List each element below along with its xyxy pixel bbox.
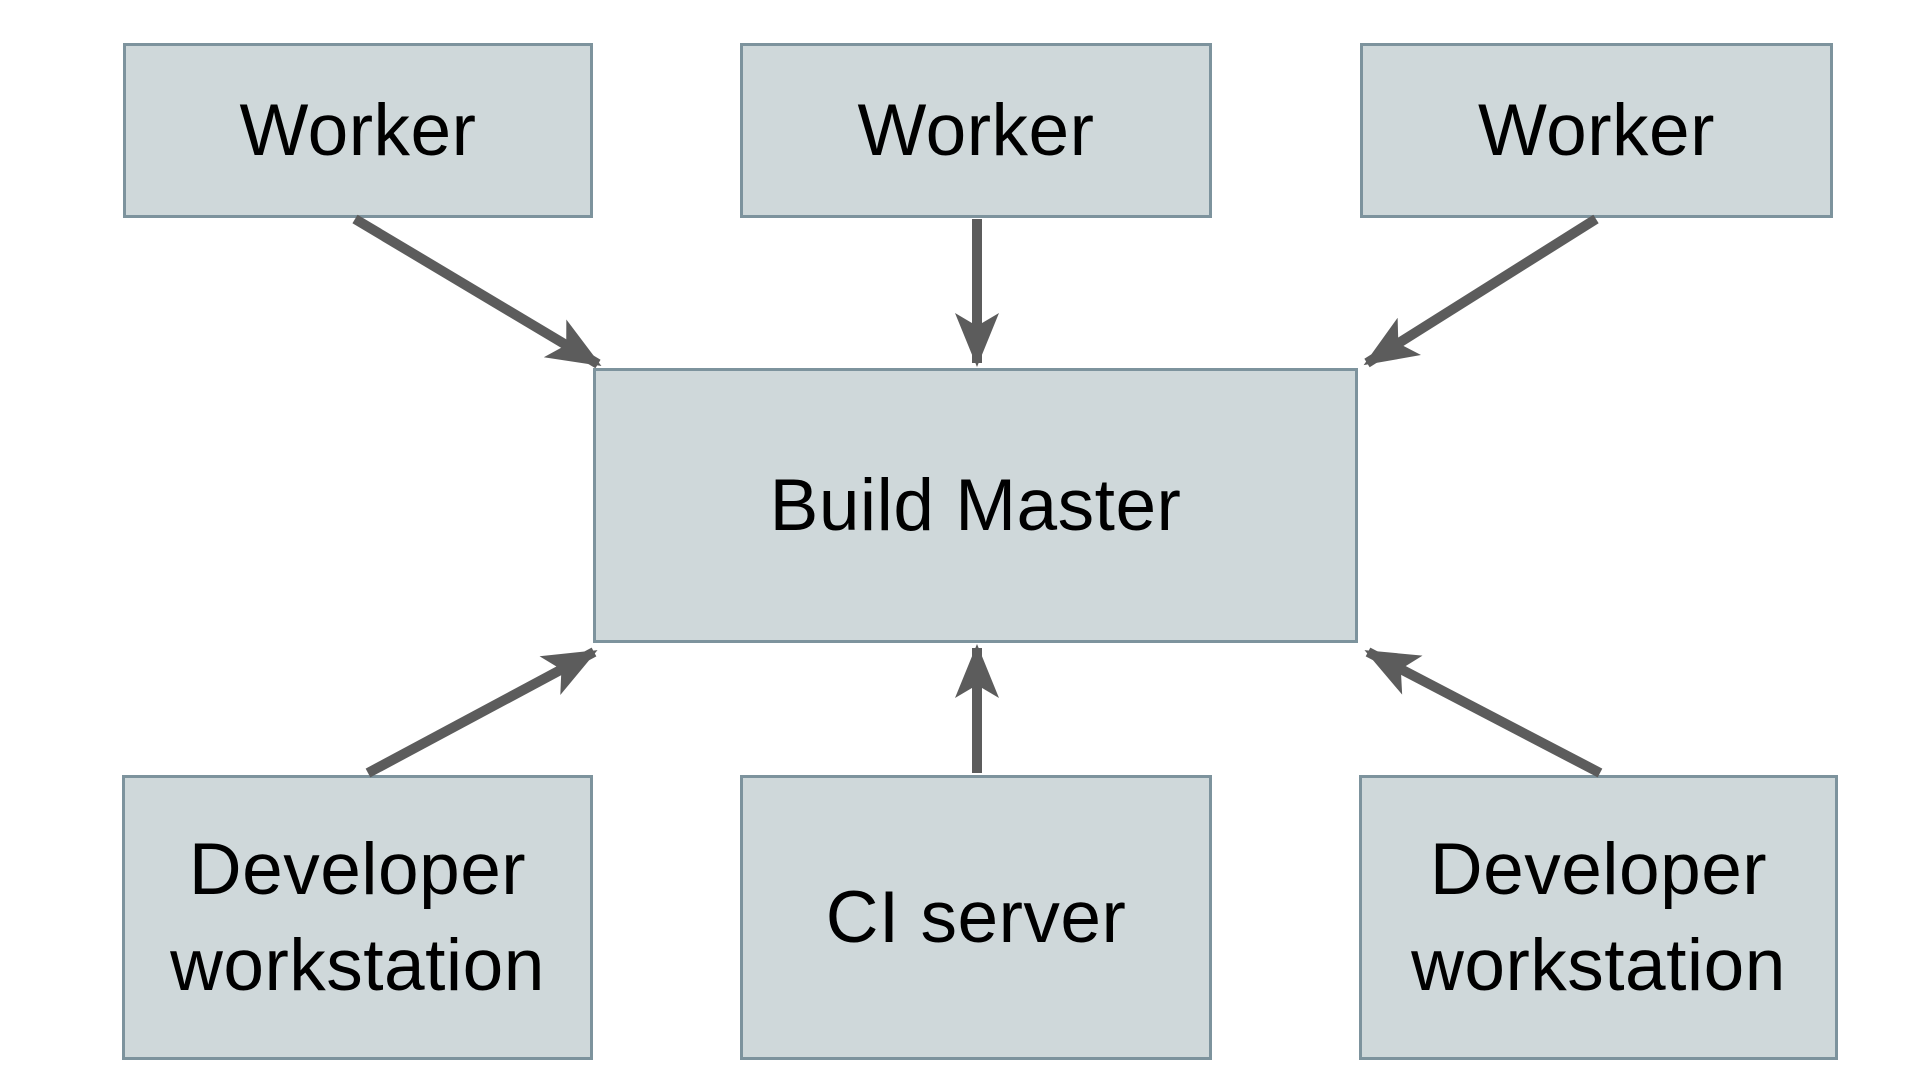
arrow-worker3-to-buildmaster [1363, 214, 1599, 368]
arrow-devleft-to-buildmaster [365, 647, 598, 778]
node-ci-server-label: CI server [825, 876, 1127, 958]
node-worker-1: Worker [123, 43, 593, 218]
node-developer-workstation-left: Developer workstation [122, 775, 593, 1060]
node-worker-3: Worker [1360, 43, 1833, 218]
node-build-master: Build Master [593, 368, 1358, 643]
arrow-devright-to-buildmaster [1364, 647, 1603, 778]
node-worker-3-label: Worker [1478, 89, 1715, 171]
node-developer-workstation-right-label: Developer workstation [1411, 828, 1786, 1006]
node-developer-workstation-left-label: Developer workstation [170, 828, 545, 1006]
node-worker-2-label: Worker [857, 89, 1095, 171]
arrow-worker1-to-buildmaster [352, 214, 602, 369]
node-ci-server: CI server [740, 775, 1212, 1060]
node-developer-workstation-right: Developer workstation [1359, 775, 1838, 1060]
node-worker-1-label: Worker [239, 89, 477, 171]
node-worker-2: Worker [740, 43, 1212, 218]
node-build-master-label: Build Master [769, 464, 1182, 546]
